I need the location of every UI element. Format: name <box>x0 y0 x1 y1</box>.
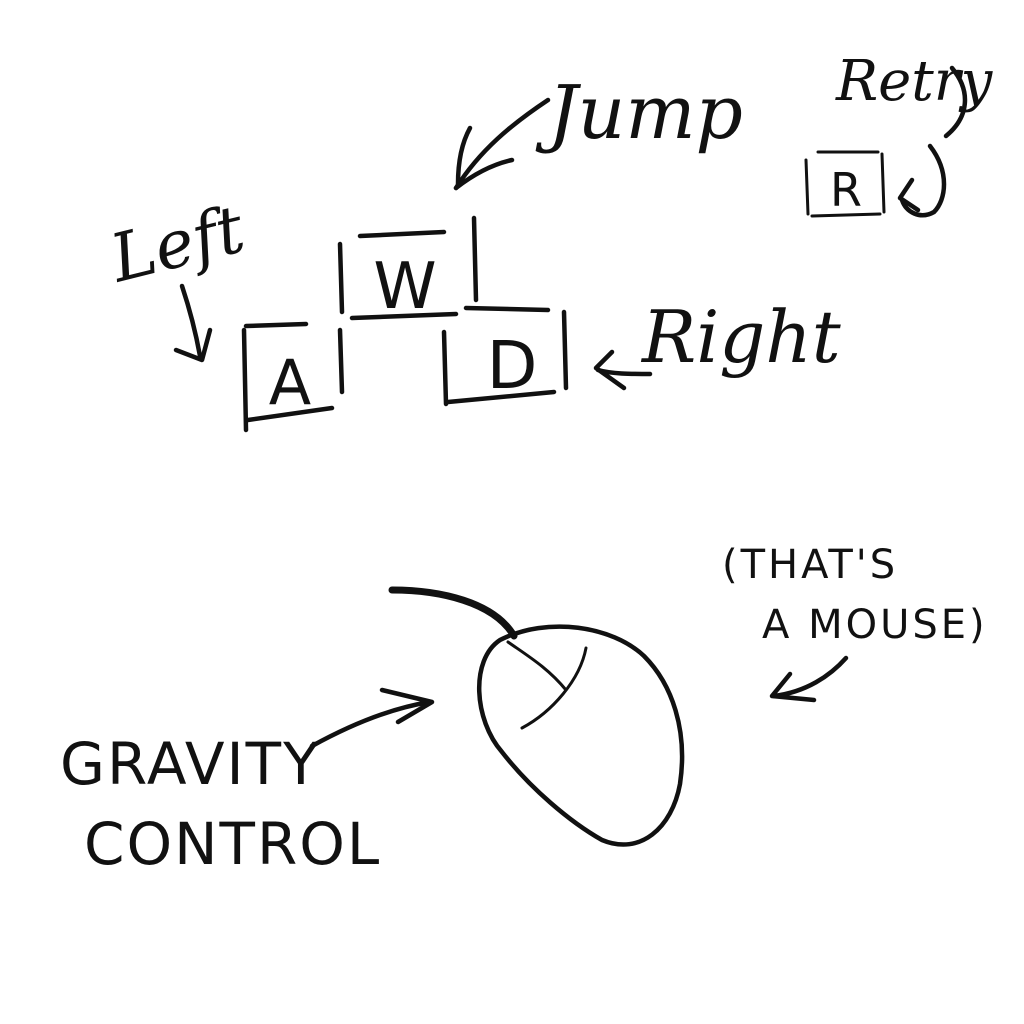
retry-label: Retry <box>835 49 994 114</box>
right-label: Right <box>640 295 842 379</box>
jump-arrow-icon <box>453 97 551 191</box>
key-a-label: A <box>269 346 311 419</box>
mouse-body <box>477 624 685 847</box>
mouse-button-divider <box>506 640 568 692</box>
key-d-label: D <box>487 327 538 404</box>
key-w: W <box>337 215 551 324</box>
key-w-label: W <box>373 250 436 324</box>
mouse-cable <box>388 586 518 640</box>
mouse-scroll-line <box>520 646 588 730</box>
mouse-note-line2: A MOUSE) <box>762 602 988 648</box>
key-d: D <box>441 309 569 407</box>
mouse-icon <box>388 586 685 847</box>
right-arrow-icon <box>593 349 653 391</box>
control-label: CONTROL <box>84 810 381 878</box>
left-arrow-icon <box>173 283 213 363</box>
gravity-arrow-icon <box>309 687 435 749</box>
jump-label: Jump <box>535 70 743 156</box>
mouse-note-arrow-icon <box>769 655 849 703</box>
retry-arrow-icon <box>897 65 968 218</box>
key-r: R <box>804 150 886 218</box>
key-a: A <box>241 321 345 433</box>
gravity-label: GRAVITY <box>60 730 321 798</box>
mouse-note-line1: (THAT'S <box>722 542 898 588</box>
key-r-label: R <box>830 163 862 217</box>
left-label: Left <box>102 190 252 297</box>
